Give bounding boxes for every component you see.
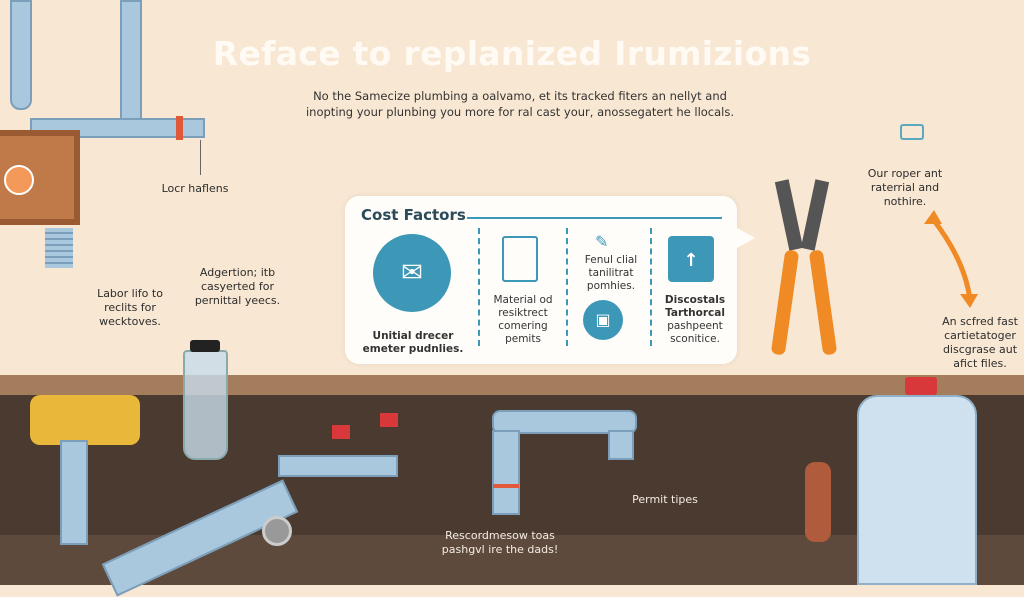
- column-text: tanilitrat: [588, 267, 634, 279]
- cost-column-2: Material od resiktrect comering pemits: [483, 294, 563, 346]
- callout-line: pernittal yeecs.: [194, 294, 281, 307]
- subtitle-line: inopting your plunbing you more for ral …: [305, 105, 735, 119]
- column-text: Discostals: [664, 294, 726, 306]
- pipe-clamp-red: [176, 116, 183, 140]
- vertical-pipe: [608, 430, 634, 460]
- column-text: comering: [498, 320, 548, 332]
- subtitle-line: No the Samecize plumbing a oalvamo, et i…: [313, 89, 727, 103]
- callout-labor: Labor lifo to reclits for wecktoves.: [80, 287, 180, 329]
- callout-line: Our roper ant: [867, 167, 943, 180]
- callout-line: raterrial and: [870, 181, 940, 194]
- callout-an-scfred: An scfred fast cartietatoger discgrase a…: [930, 315, 1024, 371]
- calendar-upload-icon: ↑: [668, 236, 714, 282]
- callout-line: cartietatoger: [944, 329, 1016, 342]
- cost-column-3: Fenul clial tanilitrat pomhies.: [571, 254, 651, 293]
- callout-line: reclits for: [104, 301, 156, 314]
- coil-pipe: [45, 228, 73, 268]
- callout-adgertion: Adgertion; itb casyerted for pernittal y…: [185, 266, 290, 308]
- column-text: Fenul clial: [584, 254, 638, 266]
- red-cap: [332, 425, 350, 439]
- cost-column-4: Discostals Tarthorcal pashpeent sconitic…: [655, 294, 735, 346]
- pliers-icon: [760, 179, 850, 356]
- valve-handle: [190, 340, 220, 352]
- cost-factors-card: Cost Factors ✉ Unitial drecer emeter pud…: [345, 196, 737, 364]
- card-title: Cost Factors: [361, 206, 466, 224]
- box-icon: ▣: [583, 300, 623, 340]
- water-heater-box: [0, 130, 80, 225]
- callout-permit-tipes: Permit tipes: [632, 493, 698, 506]
- callout-line: Labor lifo to: [97, 287, 163, 300]
- page-subtitle: No the Samecize plumbing a oalvamo, et i…: [260, 88, 780, 120]
- page-title: Reface to replanized Irumizions: [212, 34, 812, 73]
- column-divider: [478, 228, 480, 346]
- tag-label: [805, 462, 831, 542]
- gauge-icon: [4, 165, 34, 195]
- column-text: resiktrect: [498, 307, 548, 319]
- card-arrow-icon: [737, 228, 755, 248]
- callout-our-roper: Our roper ant raterrial and nothire.: [850, 167, 960, 209]
- column-text: Tarthorcal: [665, 307, 725, 319]
- brass-valve: [30, 395, 140, 445]
- water-softener-tank: [857, 395, 977, 585]
- leader-line: [200, 140, 201, 175]
- red-cap: [905, 377, 937, 395]
- callout-line: afict files.: [953, 357, 1007, 370]
- column-text: pomhies.: [586, 280, 636, 292]
- vertical-pipe: [60, 440, 88, 545]
- callout-rescord: Rescordmesow toas pashgvl ire the dads!: [430, 529, 570, 557]
- vertical-pipe: [10, 0, 32, 110]
- callout-line: wecktoves.: [99, 315, 161, 328]
- callout-line: Adgertion; itb: [199, 266, 276, 279]
- callout-line: An scfred fast: [942, 315, 1018, 328]
- column-divider: [566, 228, 568, 346]
- filter-icon: [900, 124, 924, 140]
- filter-housing: [183, 350, 228, 460]
- column-text: Material od: [493, 294, 553, 306]
- callout-line: nothire.: [883, 195, 927, 208]
- appliances-envelope-icon: ✉: [373, 234, 451, 312]
- callout-line: discgrase aut: [942, 343, 1018, 356]
- column-text: sconitice.: [670, 333, 720, 345]
- floor-edge: [0, 375, 1024, 395]
- callout-line: Rescordmesow toas: [445, 529, 555, 542]
- callout-locr: Locr haflens: [161, 182, 229, 195]
- column-text: emeter pudnlies.: [362, 343, 464, 355]
- printer-document-icon: [502, 236, 538, 282]
- cost-column-1: Unitial drecer emeter pudnlies.: [353, 330, 473, 356]
- pipe-clamp-red: [493, 484, 519, 488]
- column-text: Unitial drecer: [372, 330, 454, 342]
- column-text: pemits: [505, 333, 541, 345]
- column-divider: [650, 228, 652, 346]
- title-rule: [467, 217, 722, 219]
- callout-line: pashgvl ire the dads!: [441, 543, 559, 556]
- pipe-cap: [262, 516, 292, 546]
- double-arrow-icon: [924, 210, 978, 308]
- column-text: pashpeent: [667, 320, 723, 332]
- horizontal-pipe: [278, 455, 398, 477]
- vertical-pipe: [492, 430, 520, 515]
- callout-line: casyerted for: [200, 280, 274, 293]
- wrench-icon: ✎: [595, 232, 609, 251]
- red-cap: [380, 413, 398, 427]
